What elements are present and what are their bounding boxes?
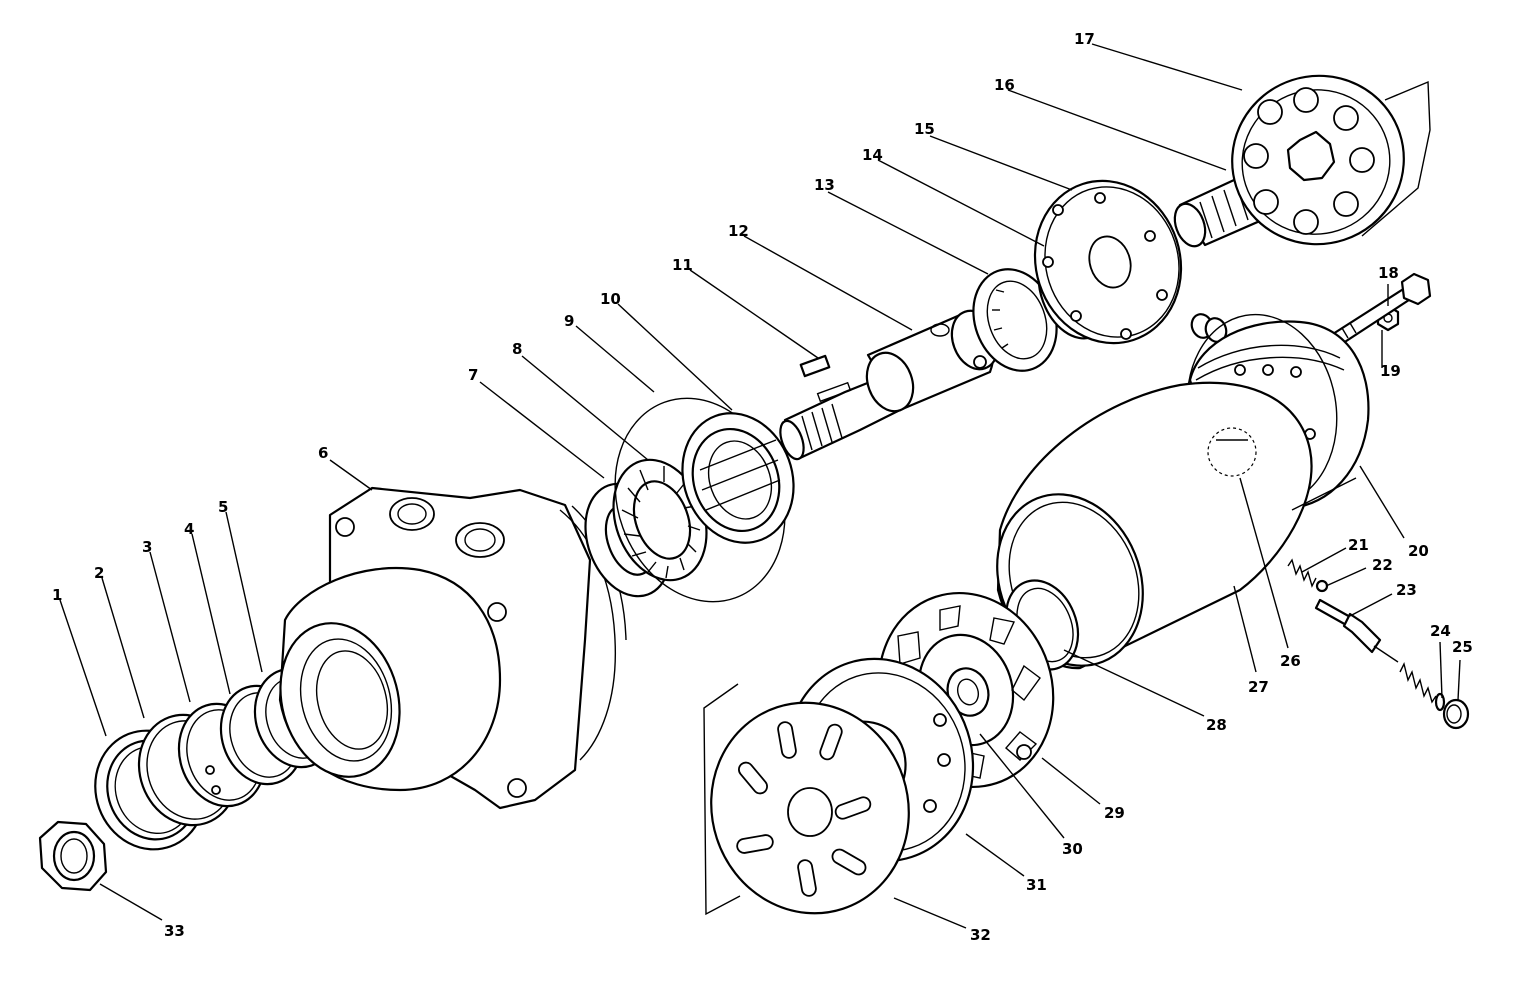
callout-6: 6	[318, 444, 328, 462]
callout-12: 12	[728, 222, 749, 240]
part-valve-spool	[1314, 598, 1399, 663]
callout-29: 29	[1104, 804, 1125, 822]
leader-2	[101, 577, 145, 719]
callout-10: 10	[600, 290, 621, 308]
callout-9: 9	[564, 312, 574, 330]
leader-28	[1063, 649, 1205, 717]
callout-numbers: 1 2 3 4 5 6 7 8 9 10 11 12 13 14 15 16 1…	[52, 30, 1473, 944]
callout-2: 2	[94, 564, 104, 582]
callout-20: 20	[1408, 542, 1429, 560]
callout-16: 16	[994, 76, 1015, 94]
callout-14: 14	[862, 146, 883, 164]
leader-3	[149, 551, 191, 703]
part-gerotor-set	[1231, 74, 1431, 246]
part-spring	[1287, 558, 1317, 588]
callout-18: 18	[1378, 264, 1399, 282]
callout-28: 28	[1206, 716, 1227, 734]
callout-3: 3	[142, 538, 152, 556]
leader-20	[1359, 465, 1405, 539]
callout-25: 25	[1452, 638, 1473, 656]
callout-24: 24	[1430, 622, 1451, 640]
leader-26	[1239, 477, 1289, 649]
leader-4	[191, 533, 231, 695]
callout-32: 32	[970, 926, 991, 944]
leader-17	[1091, 43, 1243, 91]
callout-31: 31	[1026, 876, 1047, 894]
leader-31	[965, 833, 1025, 877]
callout-1: 1	[52, 586, 62, 604]
leader-32	[893, 897, 967, 929]
callout-7: 7	[468, 366, 478, 384]
callout-21: 21	[1348, 536, 1369, 554]
part-bearing-spacer	[681, 412, 795, 544]
part-flange-plate	[1033, 179, 1183, 345]
part-hex-nut	[38, 820, 108, 892]
leader-10	[617, 303, 733, 411]
leader-7	[479, 381, 605, 479]
part-key	[799, 354, 831, 378]
callout-4: 4	[184, 520, 194, 538]
callout-15: 15	[914, 120, 935, 138]
leader-24	[1439, 641, 1443, 699]
part-end-plate	[703, 683, 910, 916]
leader-8	[521, 355, 649, 461]
leader-12	[743, 235, 913, 331]
leader-9	[575, 325, 655, 393]
part-relief-spring	[1399, 661, 1446, 712]
callout-8: 8	[512, 340, 522, 358]
leader-1	[59, 599, 107, 737]
part-housing	[278, 486, 627, 810]
leader-29	[1041, 757, 1101, 805]
leader-22	[1325, 567, 1367, 587]
leader-15	[929, 135, 1073, 191]
part-thrust-bearing	[612, 458, 708, 582]
leader-6	[329, 459, 373, 491]
leader-21	[1301, 547, 1347, 573]
leader-30	[979, 733, 1065, 839]
callout-33: 33	[164, 922, 185, 940]
leader-11	[689, 269, 819, 359]
leader-14	[877, 159, 1045, 247]
leader-lines	[59, 43, 1461, 929]
part-drive-shaft	[779, 309, 1000, 461]
callout-23: 23	[1396, 581, 1417, 599]
callout-17: 17	[1074, 30, 1095, 48]
part-ball	[1315, 579, 1329, 593]
callout-22: 22	[1372, 556, 1393, 574]
leader-23	[1349, 593, 1393, 617]
callout-5: 5	[218, 498, 228, 516]
leader-25	[1457, 659, 1461, 701]
callout-13: 13	[814, 176, 835, 194]
leader-33	[99, 883, 163, 921]
leader-27	[1233, 585, 1257, 673]
callout-11: 11	[672, 256, 693, 274]
parts-drawing	[38, 74, 1470, 916]
leader-5	[225, 511, 263, 673]
callout-19: 19	[1380, 362, 1401, 380]
leader-16	[1007, 89, 1227, 171]
part-plug	[1442, 698, 1470, 730]
callout-27: 27	[1248, 678, 1269, 696]
callout-30: 30	[1062, 840, 1083, 858]
leader-13	[827, 191, 989, 275]
callout-26: 26	[1280, 652, 1301, 670]
